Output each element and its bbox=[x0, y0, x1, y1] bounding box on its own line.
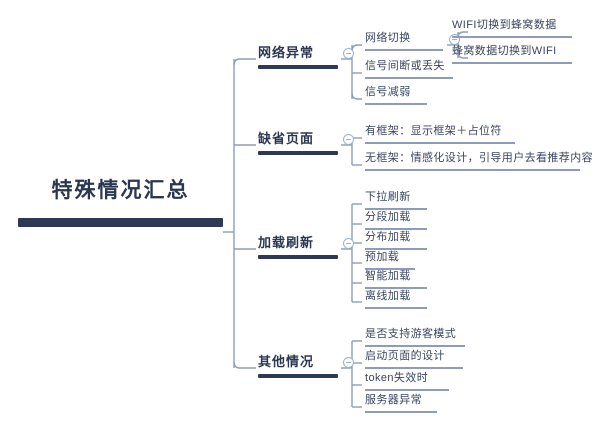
leaf-underline bbox=[365, 248, 427, 250]
leaf-label: token失效时 bbox=[365, 372, 429, 384]
leaf-underline bbox=[365, 142, 515, 144]
leaf-label: 服务器异常 bbox=[365, 394, 422, 406]
branch-node-other-cases[interactable]: 其他情况 bbox=[258, 353, 338, 378]
leaf-label: 下拉刷新 bbox=[365, 191, 411, 203]
leaf-underline bbox=[365, 103, 427, 105]
leaf-label: 有框架：显示框架＋占位符 bbox=[365, 125, 502, 137]
leaf-underline bbox=[365, 268, 415, 270]
branch-underline bbox=[258, 65, 338, 69]
branch-label: 其他情况 bbox=[258, 354, 315, 369]
leaf-label: 网络切换 bbox=[365, 32, 411, 44]
leaf-underline bbox=[365, 228, 427, 230]
leaf-node-smart-load[interactable]: 智能加载 bbox=[365, 269, 427, 289]
leaf-underline bbox=[365, 77, 453, 79]
leaf-underline bbox=[452, 62, 572, 64]
root-underline bbox=[18, 218, 223, 227]
leaf-node-splash-design[interactable]: 启动页面的设计 bbox=[365, 349, 463, 369]
leaf-label: 信号间断或丢失 bbox=[365, 60, 445, 72]
collapse-minus-icon[interactable] bbox=[449, 34, 460, 45]
leaf-node-offline-load[interactable]: 离线加载 bbox=[365, 289, 427, 309]
leaf-underline bbox=[365, 169, 580, 171]
leaf-label: 离线加载 bbox=[365, 290, 411, 302]
leaf-node-cellular-to-wifi[interactable]: 蜂窝数据切换到WIFI bbox=[452, 44, 572, 64]
leaf-node-signal-weak[interactable]: 信号减弱 bbox=[365, 85, 427, 105]
collapse-minus-icon[interactable] bbox=[343, 134, 354, 145]
leaf-label: 智能加载 bbox=[365, 270, 411, 282]
leaf-underline bbox=[365, 49, 443, 51]
branch-label: 加载刷新 bbox=[258, 235, 315, 250]
leaf-node-signal-interrupted[interactable]: 信号间断或丢失 bbox=[365, 59, 453, 79]
leaf-label: 蜂窝数据切换到WIFI bbox=[452, 45, 557, 57]
leaf-underline bbox=[365, 411, 437, 413]
leaf-label: 是否支持游客模式 bbox=[365, 328, 457, 340]
leaf-underline bbox=[365, 345, 465, 347]
leaf-underline bbox=[365, 307, 427, 309]
collapse-minus-icon[interactable] bbox=[343, 357, 354, 368]
leaf-node-preload[interactable]: 预加载 bbox=[365, 250, 415, 270]
branch-node-network-exception[interactable]: 网络异常 bbox=[258, 44, 338, 69]
leaf-label: 预加载 bbox=[365, 251, 400, 263]
collapse-minus-icon[interactable] bbox=[343, 238, 354, 249]
leaf-underline bbox=[365, 367, 463, 369]
root-node[interactable]: 特殊情况汇总 bbox=[18, 176, 223, 227]
leaf-label: 信号减弱 bbox=[365, 86, 411, 98]
leaf-node-pull-refresh[interactable]: 下拉刷新 bbox=[365, 190, 427, 210]
leaf-underline bbox=[365, 208, 427, 210]
leaf-underline bbox=[365, 389, 449, 391]
leaf-node-wifi-to-cellular[interactable]: WIFI切换到蜂窝数据 bbox=[452, 18, 572, 38]
branch-underline bbox=[258, 255, 338, 259]
leaf-node-network-switch[interactable]: 网络切换 bbox=[365, 31, 443, 51]
leaf-node-without-frame[interactable]: 无框架：情感化设计，引导用户去看推荐内容 bbox=[365, 151, 593, 171]
branch-underline bbox=[258, 374, 338, 378]
branch-node-default-page[interactable]: 缺省页面 bbox=[258, 130, 338, 155]
leaf-node-server-error[interactable]: 服务器异常 bbox=[365, 393, 437, 413]
leaf-node-token-expired[interactable]: token失效时 bbox=[365, 371, 449, 391]
branch-node-load-refresh[interactable]: 加载刷新 bbox=[258, 234, 338, 259]
root-label: 特殊情况汇总 bbox=[51, 179, 190, 202]
leaf-label: 启动页面的设计 bbox=[365, 350, 445, 362]
leaf-node-guest-mode[interactable]: 是否支持游客模式 bbox=[365, 327, 465, 347]
leaf-node-with-frame[interactable]: 有框架：显示框架＋占位符 bbox=[365, 124, 515, 144]
branch-label: 缺省页面 bbox=[258, 131, 315, 146]
leaf-label: WIFI切换到蜂窝数据 bbox=[452, 19, 557, 31]
leaf-node-segmented-load[interactable]: 分段加载 bbox=[365, 210, 427, 230]
leaf-label: 分布加载 bbox=[365, 231, 411, 243]
leaf-underline bbox=[452, 36, 572, 38]
branch-label: 网络异常 bbox=[258, 45, 315, 60]
branch-underline bbox=[258, 151, 338, 155]
leaf-label: 分段加载 bbox=[365, 211, 411, 223]
leaf-node-distributed-load[interactable]: 分布加载 bbox=[365, 230, 427, 250]
leaf-label: 无框架：情感化设计，引导用户去看推荐内容 bbox=[365, 152, 593, 164]
leaf-underline bbox=[365, 287, 427, 289]
collapse-minus-icon[interactable] bbox=[343, 48, 354, 59]
